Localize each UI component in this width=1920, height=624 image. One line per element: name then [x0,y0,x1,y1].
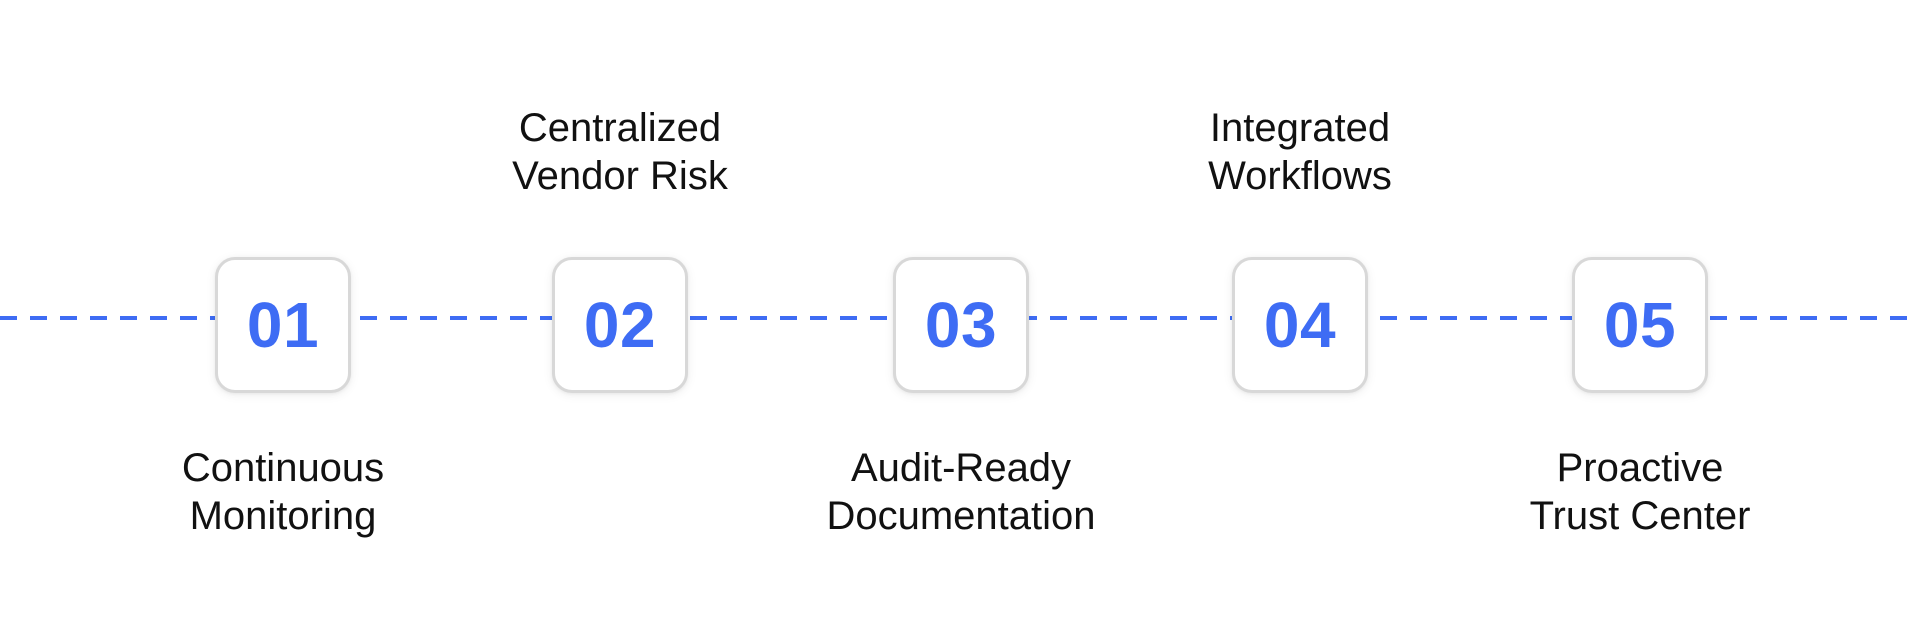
step-number-04: 04 [1263,289,1337,361]
step-box-02: 02 [552,257,688,393]
step-number-05: 05 [1603,289,1677,361]
step-label-04-line1: Integrated [1209,106,1391,150]
step-label-01-line1: Continuous [181,446,385,490]
step-box-04: 04 [1232,257,1368,393]
step-label-05-line1: Proactive [1556,446,1724,490]
step-box-01: 01 [215,257,351,393]
step-label-05-line2: Trust Center [1529,494,1751,538]
step-box-05: 05 [1572,257,1708,393]
step-box-03: 03 [893,257,1029,393]
step-label-02-line2: Vendor Risk [512,154,728,198]
step-label-02-line1: Centralized [518,106,722,150]
step-label-04: Integrated Workflows [1110,104,1490,200]
step-number-03: 03 [924,289,998,361]
step-number-02: 02 [583,289,657,361]
step-label-05: Proactive Trust Center [1450,444,1830,540]
step-label-01-line2: Monitoring [189,494,377,538]
step-label-03-line1: Audit-Ready [850,446,1072,490]
step-number-01: 01 [246,289,320,361]
step-label-04-line2: Workflows [1208,154,1392,198]
step-label-02: Centralized Vendor Risk [430,104,810,200]
step-label-03: Audit-Ready Documentation [771,444,1151,540]
step-label-03-line2: Documentation [826,494,1096,538]
step-label-01: Continuous Monitoring [93,444,473,540]
